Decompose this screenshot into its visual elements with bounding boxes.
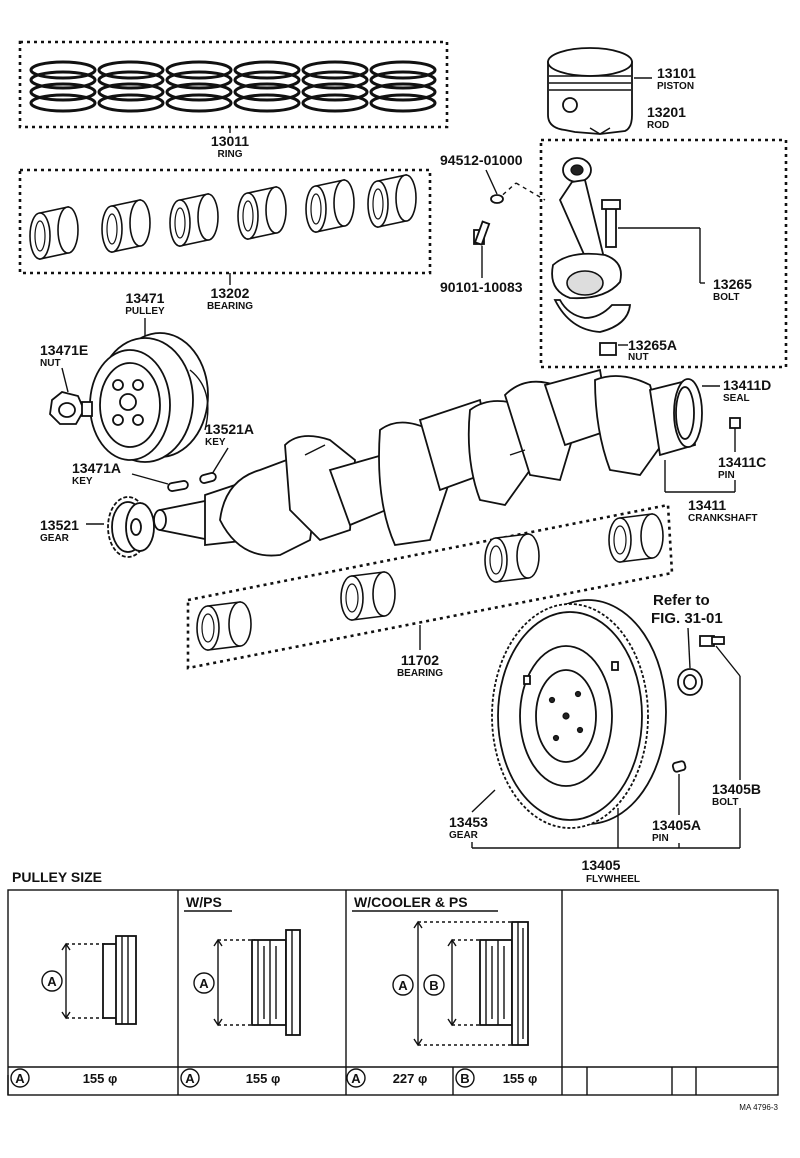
flywheel-part-number: 13405	[582, 857, 621, 873]
rod-bolt-part-number: 13265	[713, 276, 752, 292]
refer-line2[interactable]: FIG. 31-01	[651, 610, 723, 627]
main-bearing-shell	[484, 533, 540, 583]
flywheel	[491, 599, 667, 829]
rod-bearing-shell	[101, 199, 151, 253]
ring-set	[301, 60, 369, 113]
value-cooler-a: 227 φ	[393, 1071, 428, 1086]
main-bearing-part-number: 11702	[401, 652, 439, 668]
crank-gear-label: GEAR	[40, 533, 70, 544]
pulley-profile-standard: A	[41, 935, 137, 1025]
rod-nut-part-number: 13265A	[628, 337, 677, 353]
value-wps: 155 φ	[246, 1071, 281, 1086]
crank-pulley	[89, 332, 209, 463]
flywheel-pin-part-number: 13405A	[652, 817, 701, 833]
flywheel-bolt-part-number: 13405B	[712, 781, 761, 797]
pulley-profile-cooler: A B	[392, 920, 529, 1047]
rod-nut-label: NUT	[628, 352, 649, 363]
flywheel-bolt-label: BOLT	[712, 797, 738, 808]
crankshaft	[153, 368, 703, 557]
bolt-rod-part-number: 90101-10083	[440, 279, 523, 295]
rod-bearing-shell	[169, 193, 219, 247]
row-mark-a-std: A	[15, 1071, 25, 1086]
crank-gear	[107, 496, 155, 558]
crank-gear-part-number: 13521	[40, 517, 79, 533]
flywheel-label: FLYWHEEL	[586, 874, 640, 885]
flywheel-bolt	[699, 635, 725, 647]
pulley-part-number: 13471	[126, 290, 165, 306]
key-a-label: KEY	[72, 476, 93, 487]
bushing-part-number: 94512-01000	[440, 152, 523, 168]
rod-bearing-label: BEARING	[207, 301, 253, 312]
row-mark-a-cooler: A	[351, 1071, 361, 1086]
pulley-nut-label: NUT	[40, 358, 61, 369]
main-bearing-shell	[196, 601, 252, 651]
seal-label: SEAL	[723, 393, 750, 404]
rod-bearing-shell	[29, 206, 79, 260]
key-a-part-number: 13471A	[72, 460, 121, 476]
piston-part-number: 13101	[657, 65, 696, 81]
rod-bolt-label: BOLT	[713, 292, 739, 303]
cooler-mark-b: B	[429, 978, 438, 993]
pulley-size-title: PULLEY SIZE	[12, 869, 102, 885]
ring-label: RING	[218, 149, 243, 160]
crankshaft-part-number: 13411	[688, 497, 726, 513]
rod-bearing-shell	[367, 174, 417, 228]
pulley-label: PULLEY	[125, 306, 165, 317]
rod-label: ROD	[647, 120, 669, 131]
piston-rings-group: 13011 RING	[18, 40, 449, 160]
figure-code: MA 4796-3	[739, 1103, 778, 1112]
col-header-wps: W/PS	[186, 894, 222, 910]
piston-illustration	[547, 47, 633, 135]
value-standard: 155 φ	[83, 1071, 118, 1086]
flywheel-pin-label: PIN	[652, 833, 669, 844]
refer-line1[interactable]: Refer to	[653, 592, 710, 609]
ring-set	[233, 60, 301, 113]
rod-bearing-part-number: 13202	[211, 285, 250, 301]
rod-part-number: 13201	[647, 104, 686, 120]
piston-label: PISTON	[657, 81, 694, 92]
value-cooler-b: 155 φ	[503, 1071, 538, 1086]
ring-set	[165, 60, 233, 113]
main-bearing-shell	[340, 571, 396, 621]
seal-part-number: 13411D	[723, 377, 771, 393]
ring-part-number: 13011	[211, 133, 249, 149]
main-bearings-group: 11702 BEARING	[186, 503, 674, 679]
ring-gear-label: GEAR	[449, 830, 479, 841]
rod-bearings-group: 13202 BEARING	[18, 168, 432, 312]
rod-bolt-small	[473, 220, 491, 246]
rod-bearing-shell	[305, 179, 355, 233]
ring-set	[29, 60, 97, 113]
pulley-size-table: PULLEY SIZE W/PS W/COOLER & PS A	[7, 869, 779, 1096]
pilot-bearing	[677, 668, 703, 696]
key-b-part-number: 13521A	[205, 421, 254, 437]
wps-mark-a: A	[199, 976, 209, 991]
crankshaft-label: CRANKSHAFT	[688, 513, 757, 524]
rod-bearing-shell	[237, 186, 287, 240]
ring-set	[97, 60, 165, 113]
cooler-mark-a: A	[398, 978, 408, 993]
main-bearing-label: BEARING	[397, 668, 443, 679]
main-bearing-shell	[608, 513, 664, 563]
ring-set	[369, 60, 437, 113]
pulley-profile-wps: A	[193, 929, 301, 1036]
row-mark-b-cooler: B	[460, 1071, 469, 1086]
connecting-rod-group	[496, 138, 788, 369]
col-header-cooler: W/COOLER & PS	[354, 894, 468, 910]
std-mark-a: A	[47, 974, 57, 989]
crank-pin-label: PIN	[718, 470, 735, 481]
pulley-nut	[49, 391, 93, 425]
crank-pin-part-number: 13411C	[718, 454, 766, 470]
pulley-nut-part-number: 13471E	[40, 342, 88, 358]
key-b-label: KEY	[205, 437, 226, 448]
row-mark-a-wps: A	[185, 1071, 195, 1086]
ring-gear-part-number: 13453	[449, 814, 488, 830]
